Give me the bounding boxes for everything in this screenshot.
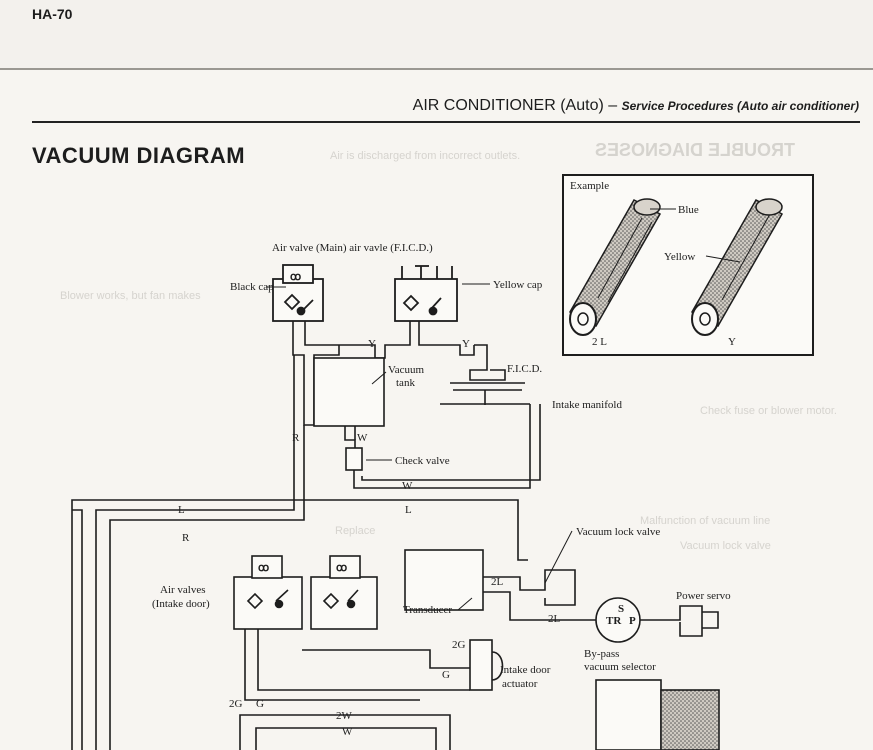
leader-transducer: [457, 597, 473, 611]
bleed-through-text: Check fuse or blower motor.: [700, 405, 837, 417]
hose-code-y1: Y: [368, 338, 376, 350]
section-title: VACUUM DIAGRAM: [32, 143, 246, 168]
label-black-cap: Black cap: [230, 281, 274, 293]
page-header: AIR CONDITIONER (Auto) – Service Procedu…: [413, 97, 859, 115]
leader-vacuum-lock-valve: [544, 530, 573, 584]
label-intake-door-1: Intake door: [500, 664, 551, 676]
label-air-valves-1: Air valves: [160, 584, 206, 596]
hose-code-w3: W: [342, 726, 353, 738]
svg-text:ꝏ: ꝏ: [336, 562, 347, 574]
label-air-valve-main: Air valve (Main) air vavle (F.I.C.D.): [272, 242, 433, 254]
header-sub: Service Procedures (Auto air conditioner…: [621, 99, 859, 113]
inset-label-y: Y: [728, 336, 736, 348]
hose-2l-illustration: [568, 198, 662, 336]
hose-code-r1: R: [292, 432, 300, 444]
label-transducer: Transducer: [403, 604, 452, 616]
bleed-through-text: Vacuum lock valve: [680, 540, 771, 552]
top-band: [0, 0, 873, 68]
inset-label-2l: 2 L: [592, 336, 607, 348]
label-intake-manifold: Intake manifold: [552, 399, 622, 411]
bleed-through-text: Replace: [335, 525, 376, 537]
bleed-through-text: Malfunction of vacuum line: [640, 515, 771, 527]
inset-label-yellow: Yellow: [664, 251, 695, 263]
header-dash: –: [603, 97, 622, 114]
hose-code-y2: Y: [462, 338, 470, 350]
hose-code-l1: L: [178, 504, 185, 516]
label-check-valve: Check valve: [395, 455, 450, 467]
hose-y-illustration: [690, 198, 784, 336]
bleed-through-text: Blower works, but fan makes: [60, 290, 201, 302]
header-main: AIR CONDITIONER (Auto): [412, 97, 604, 114]
hose-code-g2: G: [256, 698, 264, 710]
hose-code-2g-a: 2G: [452, 639, 466, 651]
label-ficd: F.I.C.D.: [507, 363, 542, 375]
label-p: P: [629, 615, 636, 627]
hose-code-w1: W: [357, 432, 368, 444]
label-vacuum-lock-valve: Vacuum lock valve: [576, 526, 660, 538]
svg-text:ꝏ: ꝏ: [290, 271, 301, 283]
label-intake-door-2: actuator: [502, 678, 538, 690]
hose-code-2w: 2W: [336, 710, 353, 722]
label-power-servo: Power servo: [676, 590, 731, 602]
inset-title: Example: [570, 180, 609, 192]
air-valve-ficd: [394, 265, 458, 322]
label-tr: TR: [606, 615, 622, 627]
hose-code-2l-b: 2L: [548, 613, 561, 625]
svg-text:ꝏ: ꝏ: [258, 562, 269, 574]
label-bypass-1: By-pass: [584, 648, 619, 660]
hose-code-r2: R: [182, 532, 190, 544]
leader-vacuum-tank: [371, 371, 387, 385]
hose-code-g1: G: [442, 669, 450, 681]
hose-code-l2: L: [405, 504, 412, 516]
page-number: HA-70: [32, 6, 73, 22]
label-yellow-cap: Yellow cap: [493, 279, 543, 291]
hose-code-2g-b: 2G: [229, 698, 243, 710]
label-vacuum-tank-1: Vacuum: [388, 364, 424, 376]
label-vacuum-tank-2: tank: [396, 377, 415, 389]
label-s: S: [618, 603, 624, 615]
band-rule: [0, 68, 873, 70]
hose-code-w2: W: [402, 480, 413, 492]
bleed-through-text: Air is discharged from incorrect outlets…: [330, 150, 521, 162]
valve-symbols-lower: ꝏ ꝏ: [246, 562, 359, 610]
example-inset: Example Blue Yellow 2 L Y: [562, 174, 814, 356]
vacuum-hoses: [71, 321, 720, 750]
air-valve-main: ꝏ: [272, 264, 324, 322]
header-rule: [32, 121, 860, 123]
label-air-valves-2: (Intake door): [152, 598, 210, 610]
label-bypass-2: vacuum selector: [584, 661, 656, 673]
hose-code-2l-a: 2L: [491, 576, 504, 588]
inset-label-blue: Blue: [678, 204, 699, 216]
